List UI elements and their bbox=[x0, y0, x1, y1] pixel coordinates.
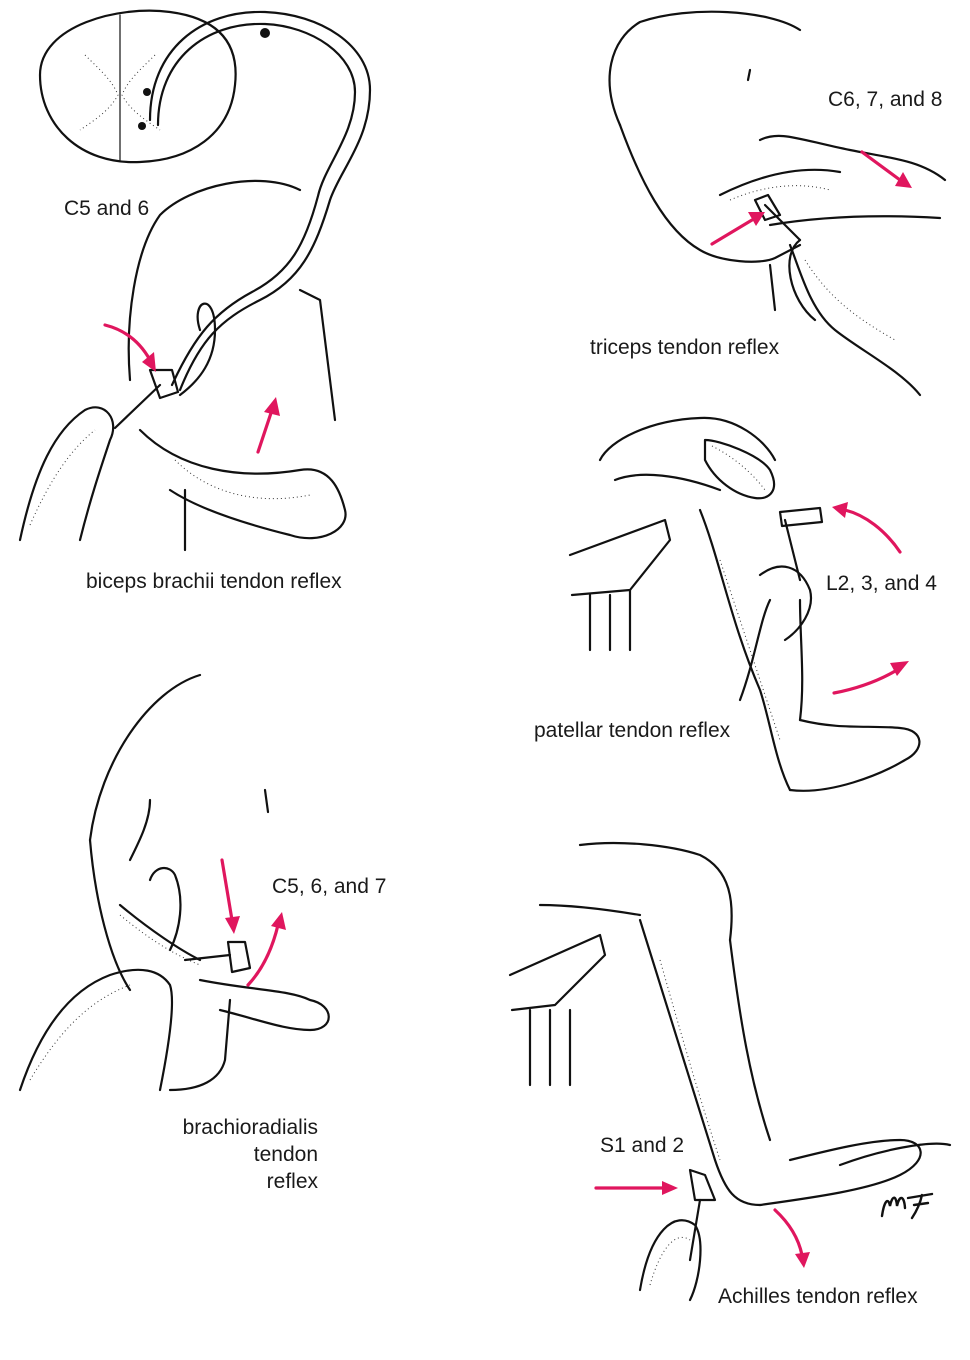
tap-arrow bbox=[105, 325, 150, 360]
artist-signature bbox=[878, 1188, 938, 1222]
response-arrow bbox=[834, 670, 897, 693]
response-arrow bbox=[258, 410, 272, 452]
achilles-caption: Achilles tendon reflex bbox=[718, 1283, 918, 1310]
brachioradialis-caption-line-2: tendon bbox=[150, 1141, 318, 1168]
response-arrow bbox=[775, 1210, 802, 1255]
brachioradialis-caption-line-1: brachioradialis bbox=[150, 1114, 318, 1141]
achilles-illustration bbox=[510, 843, 950, 1300]
patellar-level-label: L2, 3, and 4 bbox=[826, 570, 937, 597]
patellar-caption: patellar tendon reflex bbox=[534, 717, 730, 744]
achilles-level-label: S1 and 2 bbox=[600, 1132, 684, 1159]
biceps-level-label: C5 and 6 bbox=[64, 195, 149, 222]
triceps-level-label: C6, 7, and 8 bbox=[828, 86, 942, 113]
tap-arrow bbox=[222, 860, 232, 920]
biceps-illustration bbox=[20, 11, 370, 550]
brachioradialis-level-label: C5, 6, and 7 bbox=[272, 873, 386, 900]
biceps-caption: biceps brachii tendon reflex bbox=[86, 568, 342, 595]
response-arrow bbox=[248, 925, 278, 985]
triceps-caption: triceps tendon reflex bbox=[590, 334, 779, 361]
tap-arrow bbox=[712, 220, 752, 244]
tap-arrow bbox=[845, 510, 900, 552]
nerve-pathway bbox=[150, 12, 370, 390]
brachioradialis-caption-line-3: reflex bbox=[150, 1168, 318, 1195]
spinal-cord-section bbox=[40, 11, 236, 163]
